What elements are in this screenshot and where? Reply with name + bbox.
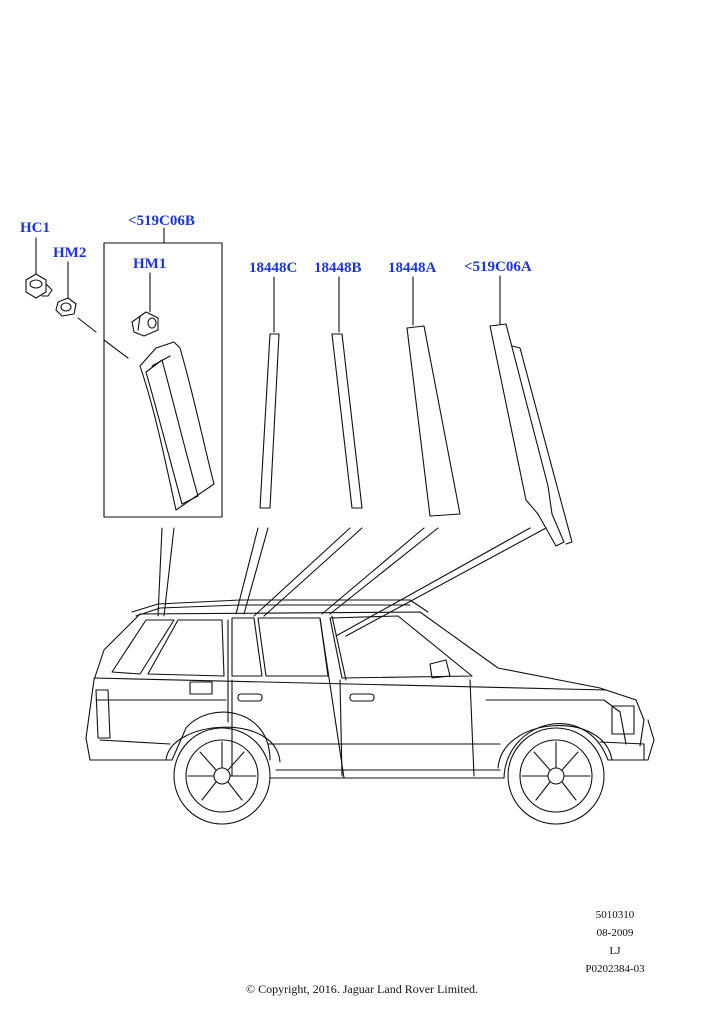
clip-hc1-icon xyxy=(25,273,53,299)
clip-hm2-icon xyxy=(55,297,77,317)
callout-leaders xyxy=(35,227,501,333)
diagram-reference: P0202384-03 xyxy=(585,963,645,975)
callout-18448a[interactable]: 18448A xyxy=(388,260,437,276)
clip-hm1-icon xyxy=(131,311,159,337)
callout-hm2[interactable]: HM2 xyxy=(53,245,87,261)
callout-hm1[interactable]: HM1 xyxy=(133,256,167,272)
copyright-notice: © Copyright, 2016. Jaguar Land Rover Lim… xyxy=(245,982,479,996)
diagram-initials: LJ xyxy=(609,945,621,957)
vehicle-side-view xyxy=(85,599,655,825)
trim-18448a xyxy=(406,325,461,517)
callout-18448c[interactable]: 18448C xyxy=(249,260,298,276)
diagram-date: 08-2009 xyxy=(596,927,634,939)
trim-18448b xyxy=(331,333,363,509)
diagram-code: 5010310 xyxy=(595,909,635,921)
trim-18448c xyxy=(259,333,280,509)
trim-519c06b xyxy=(139,341,215,511)
callout-hc1[interactable]: HC1 xyxy=(20,220,50,236)
callout-519c06b[interactable]: <519C06B xyxy=(128,213,195,229)
callout-18448b[interactable]: 18448B xyxy=(314,260,362,276)
callout-519c06a[interactable]: <519C06A xyxy=(464,259,532,275)
trim-519c06a xyxy=(489,323,573,547)
group-box-519c06b xyxy=(103,242,223,518)
